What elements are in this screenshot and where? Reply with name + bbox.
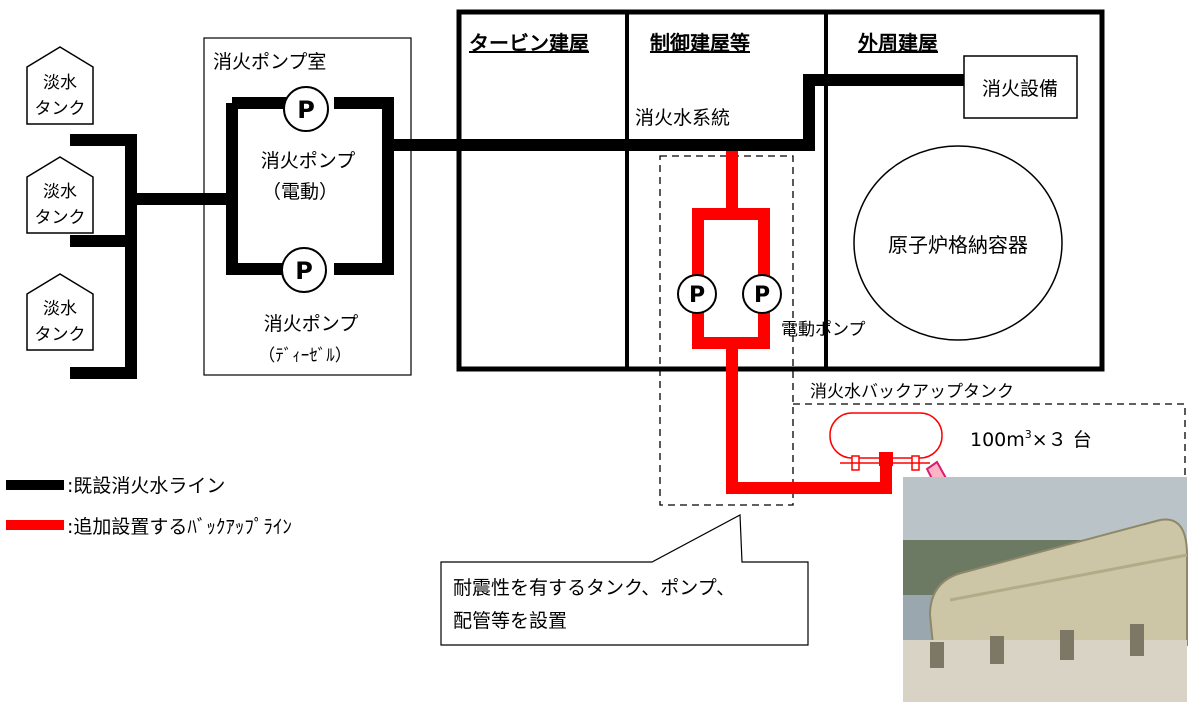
callout-line2: 配管等を設置	[453, 610, 567, 632]
legend-existing-label: :既設消火水ライン	[67, 475, 225, 497]
backup-pump: P	[742, 274, 782, 314]
fresh-water-tank: 淡水 タンク	[26, 273, 94, 351]
pump-symbol: P	[297, 96, 315, 124]
legend-backup-swatch	[6, 520, 64, 530]
tank-label-line1: 淡水	[43, 299, 77, 319]
backup-tank-label: 消火水バックアップタンク	[810, 382, 1014, 402]
turbine-building-label: タービン建屋	[469, 31, 589, 55]
fire-system-label: 消火水系統	[635, 107, 730, 129]
diesel-pump-sublabel: （ﾃﾞｨｰｾﾞﾙ）	[258, 346, 352, 366]
fire-equipment-label: 消火設備	[982, 78, 1058, 100]
electric-fire-pump: P	[283, 86, 329, 132]
backup-tank-photo	[903, 477, 1188, 702]
tank-label-line2: タンク	[35, 99, 86, 119]
electric-pump-sublabel: （電動）	[262, 181, 338, 203]
diesel-pump-label: 消火ポンプ	[264, 313, 358, 335]
callout-line1: 耐震性を有するタンク、ポンプ、	[453, 577, 735, 599]
legend-backup-label: :追加設置するﾊﾞｯｸｱｯﾌﾟﾗｲﾝ	[67, 516, 292, 538]
pump-symbol: P	[295, 257, 313, 285]
legend-existing-swatch	[6, 480, 64, 490]
tank-label-line2: タンク	[35, 325, 86, 345]
building-block	[456, 9, 1105, 372]
outer-building-label: 外周建屋	[858, 31, 938, 55]
fresh-water-tank: 淡水 タンク	[26, 46, 94, 125]
tank-label-line1: 淡水	[43, 73, 77, 93]
backup-electric-pump-label: 電動ポンプ	[781, 320, 866, 340]
electric-pump-label: 消火ポンプ	[261, 150, 355, 172]
existing-fire-water-line	[70, 74, 964, 379]
containment-vessel	[853, 145, 1063, 341]
pump-room-title: 消火ポンプ室	[213, 51, 326, 73]
capacity-value: 100m	[970, 429, 1025, 451]
backup-tank-capacity: 100m3×３ 台	[970, 428, 1092, 451]
capacity-count: ×３ 台	[1032, 429, 1092, 451]
fire-equipment-box	[963, 55, 1078, 119]
capacity-superscript: 3	[1025, 428, 1032, 441]
containment-vessel-label: 原子炉格納容器	[888, 233, 1028, 257]
tank-label-line1: 淡水	[43, 182, 77, 202]
pump-symbol: P	[754, 283, 770, 308]
backup-pump: P	[677, 274, 717, 314]
control-building-label: 制御建屋等	[650, 31, 750, 55]
callout-box	[440, 514, 809, 646]
diesel-fire-pump: P	[281, 247, 327, 293]
backup-water-tank	[829, 412, 943, 471]
pump-symbol: P	[689, 283, 705, 308]
fresh-water-tank: 淡水 タンク	[26, 156, 94, 234]
tank-label-line2: タンク	[35, 208, 86, 228]
